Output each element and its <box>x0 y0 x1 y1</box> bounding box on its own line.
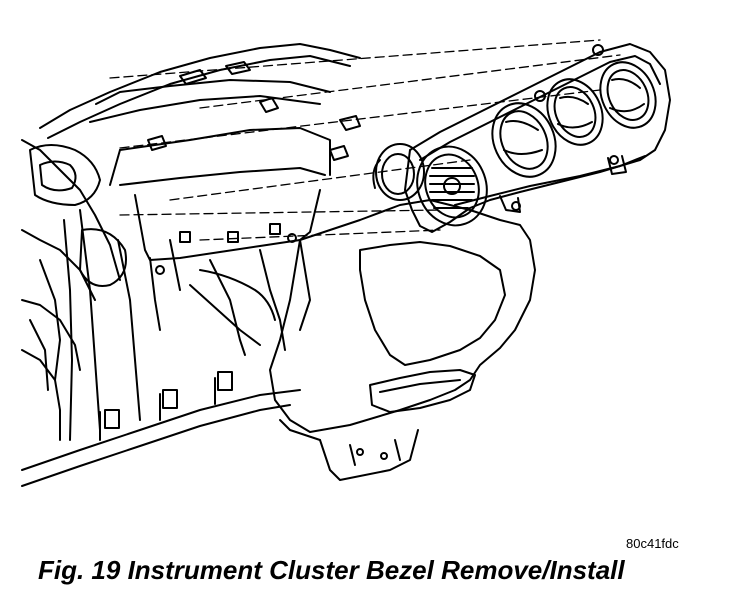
knee-bolster <box>269 199 536 481</box>
steering-column-opening <box>372 143 425 201</box>
glove-box-opening <box>119 167 326 356</box>
instrument-cluster-bezel <box>404 43 671 233</box>
instrument-cluster <box>416 145 488 227</box>
art-id: 80c41fdc <box>626 536 679 551</box>
mounting-clips <box>147 61 361 161</box>
cluster-gauge-pods <box>491 61 657 178</box>
dash-panel <box>21 43 361 487</box>
gauge-pod-1 <box>491 102 557 178</box>
gauge-pod-3 <box>599 61 657 129</box>
figure-caption: Fig. 19 Instrument Cluster Bezel Remove/… <box>38 555 625 585</box>
gauge-pod-2 <box>546 78 604 146</box>
